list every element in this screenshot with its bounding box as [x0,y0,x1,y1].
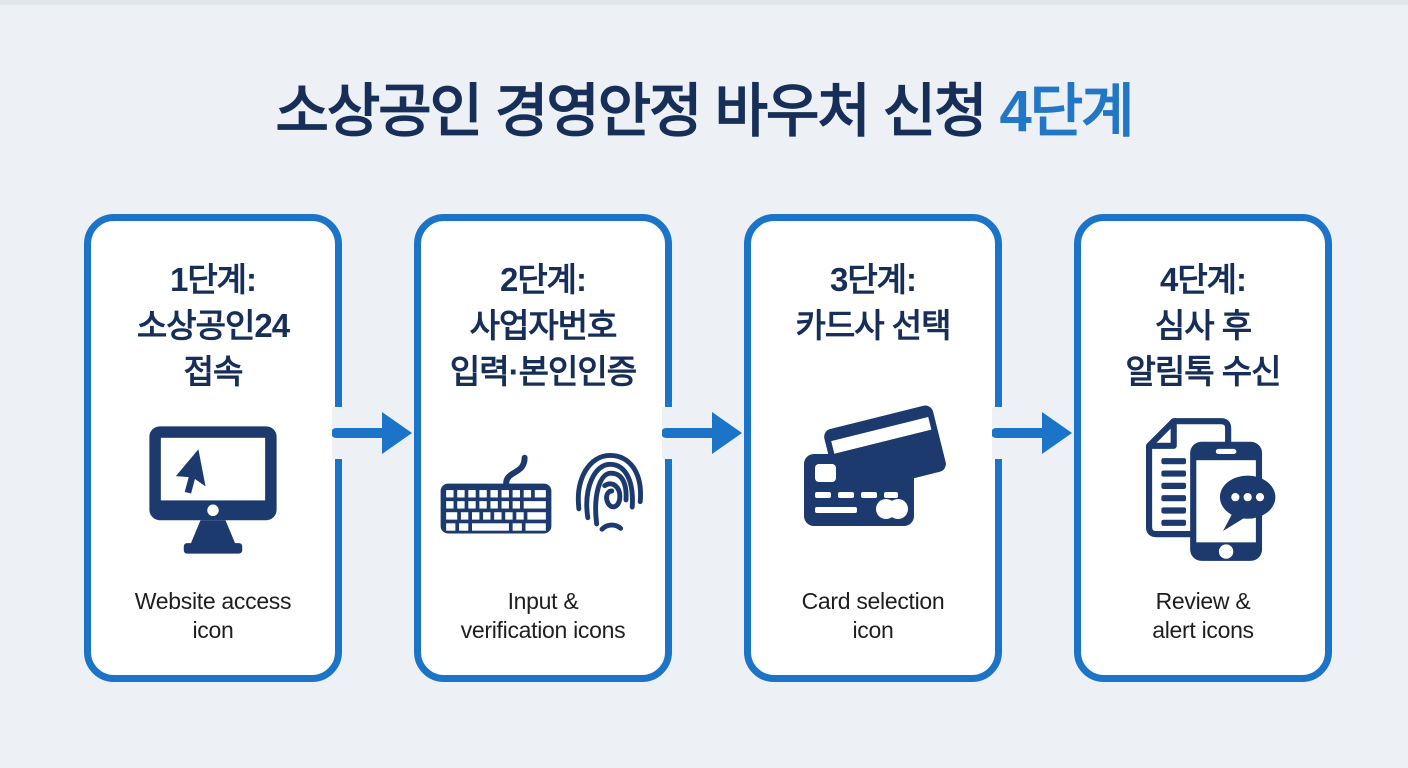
steps-row: 1단계: 소상공인24 접속 Website access ic [84,214,1332,682]
step-2-caption: Input & verification icons [461,587,626,645]
step-title-line: 접속 [183,353,244,390]
keyboard-icon [440,454,552,534]
caption-line: verification icons [460,617,626,643]
monitor-cursor-icon [149,426,277,554]
step-title-line: 입력·본인인증 [449,353,637,390]
caption-line: Input & [507,588,579,614]
step-title-line: 1단계: [169,261,257,298]
page-title-main: 소상공인 경영안정 바우처 신청 [275,79,987,144]
caption-line: alert icons [1152,617,1254,643]
caption-line: icon [852,617,894,643]
arrow-right-icon [332,407,414,459]
fingerprint-icon [575,452,643,532]
step-title-line: 알림톡 수신 [1125,353,1282,390]
step-card-2: 2단계: 사업자번호 입력·본인인증 [414,214,672,682]
step-1-icon-zone [99,395,327,587]
step-title-line: 3단계: [829,261,917,298]
step-title-line: 심사 후 [1154,307,1252,344]
page-title-highlight: 4단계 [999,79,1135,144]
step-title-line: 2단계: [499,261,587,298]
step-4-caption: Review & alert icons [1152,587,1254,645]
front-card [804,454,914,526]
step-card-3: 3단계: 카드사 선택 [744,214,1002,682]
step-1-caption: Website access icon [134,587,292,645]
caption-line: icon [192,617,234,643]
caption-line: Review & [1155,588,1251,614]
step-3-caption: Card selection icon [802,587,945,645]
step-title-line: 4단계: [1159,261,1247,298]
step-card-4: 4단계: 심사 후 알림톡 수신 [1074,214,1332,682]
arrow-right-icon [992,407,1074,459]
caption-line: Website access [134,588,292,614]
step-4-title: 4단계: 심사 후 알림톡 수신 [1125,257,1282,395]
step-4-icon-zone [1089,395,1317,587]
step-2-icon-zone [429,395,657,587]
review-alert-icon-group [1145,418,1275,561]
step-1-title: 1단계: 소상공인24 접속 [136,257,290,395]
credit-cards-icon [804,405,946,526]
step-card-1: 1단계: 소상공인24 접속 Website access ic [84,214,342,682]
top-edge-strip [0,0,1408,5]
step-title-line: 소상공인24 [136,307,290,344]
step-title-line: 사업자번호 [469,307,618,344]
cursor-arrow-icon [175,449,206,494]
step-3-icon-zone [759,349,987,587]
step-3-title: 3단계: 카드사 선택 [795,257,952,349]
chat-bubble-icon [1219,475,1275,532]
arrow-right-icon [662,407,744,459]
step-2-title: 2단계: 사업자번호 입력·본인인증 [449,257,637,395]
step-title-line: 카드사 선택 [795,307,952,344]
caption-line: Card selection [801,588,945,614]
